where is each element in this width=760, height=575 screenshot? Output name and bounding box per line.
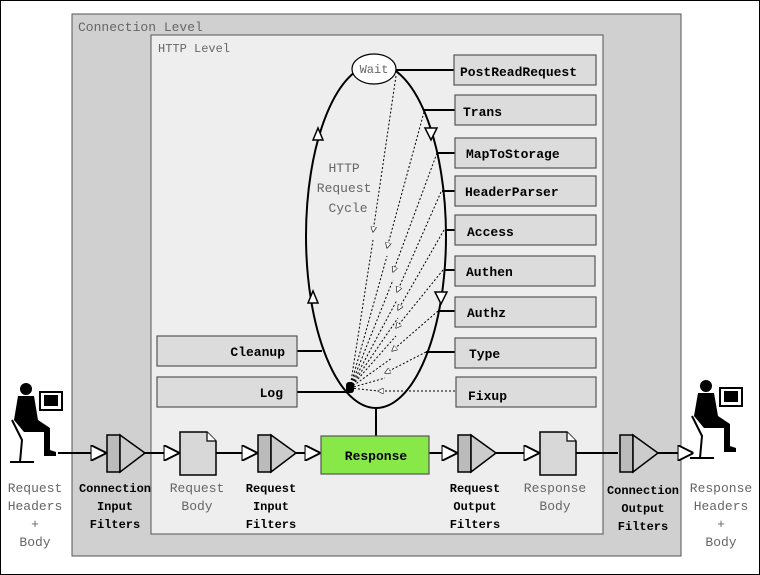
- cycle-arrow-icon: [433, 291, 449, 306]
- phase-trans[interactable]: Trans: [454, 94, 597, 126]
- svg-text:Type: Type: [469, 347, 500, 362]
- phase-access[interactable]: Access: [454, 214, 597, 246]
- phase-type[interactable]: Type: [454, 337, 597, 369]
- svg-text:Response: Response: [345, 449, 408, 464]
- dispatch-point: [346, 382, 354, 393]
- svg-text:Fixup: Fixup: [468, 389, 507, 404]
- svg-text:HeaderParser: HeaderParser: [465, 185, 559, 200]
- response-phase[interactable]: Response: [320, 435, 430, 475]
- request-body-document-icon: [179, 431, 217, 476]
- response-body-document-icon: [539, 431, 577, 476]
- svg-text:Trans: Trans: [463, 105, 502, 120]
- svg-text:Authz: Authz: [467, 306, 506, 321]
- server-person-icon: [690, 380, 743, 459]
- dispatch-lines: [349, 75, 455, 391]
- cycle-arrow-icon: [311, 126, 325, 141]
- phase-fixup[interactable]: Fixup: [455, 376, 597, 408]
- phase-headerparser[interactable]: HeaderParser: [454, 175, 597, 207]
- connection-output-filter-icon: [619, 433, 660, 474]
- phase-maptostorage[interactable]: MapToStorage: [454, 137, 597, 169]
- phase-authz[interactable]: Authz: [454, 296, 597, 328]
- cycle-label: HTTP Request Cycle: [317, 161, 379, 216]
- phase-authen[interactable]: Authen: [454, 255, 596, 287]
- svg-text:Log: Log: [260, 386, 284, 401]
- connection-level-label: Connection Level: [78, 20, 203, 35]
- phase-log[interactable]: Log: [156, 376, 298, 408]
- phase-cleanup[interactable]: Cleanup: [156, 335, 298, 367]
- request-output-filter-icon: [457, 433, 498, 474]
- request-input-filter-icon: [257, 433, 298, 474]
- svg-text:Authen: Authen: [466, 265, 513, 280]
- phase-connectors: [297, 69, 455, 436]
- phase-postreadrequest[interactable]: PostReadRequest: [453, 54, 597, 86]
- connection-input-filter-icon: [106, 433, 147, 474]
- svg-text:MapToStorage: MapToStorage: [466, 147, 560, 162]
- http-level-label: HTTP Level: [158, 42, 230, 56]
- svg-text:Cleanup: Cleanup: [230, 345, 285, 360]
- cycle-arrow-icon: [306, 289, 320, 304]
- svg-text:PostReadRequest: PostReadRequest: [460, 65, 577, 80]
- cycle-arrow-icon: [423, 127, 439, 142]
- svg-text:Access: Access: [467, 225, 514, 240]
- client-person-icon: [10, 383, 63, 463]
- wait-label: Wait: [360, 63, 389, 77]
